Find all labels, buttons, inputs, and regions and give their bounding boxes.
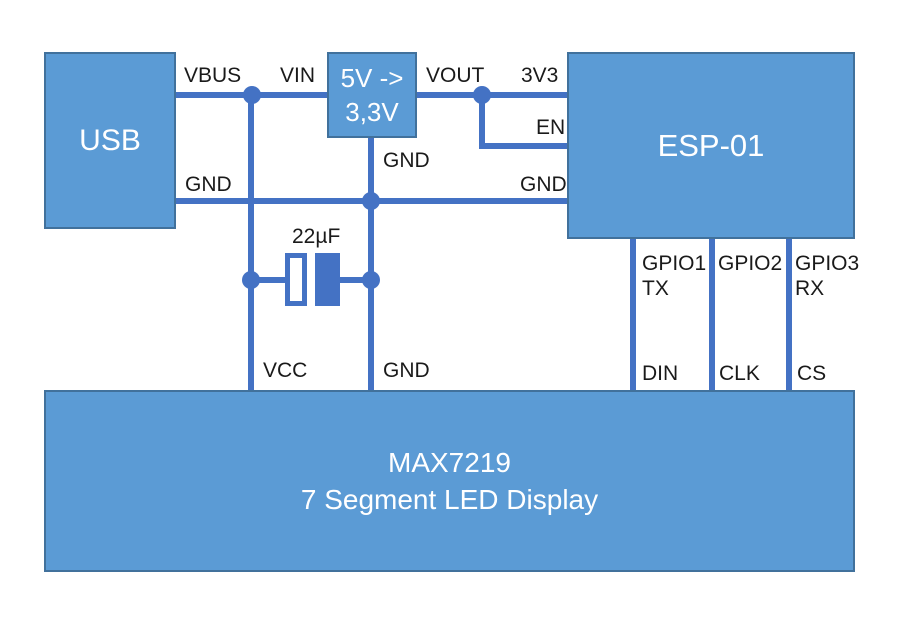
capacitor-plate-right xyxy=(315,253,340,306)
junction-dot-vout-3v3 xyxy=(473,86,491,104)
label-clk: CLK xyxy=(719,362,760,385)
max7219-display-label: MAX7219 7 Segment LED Display xyxy=(301,444,598,518)
wire-en-vertical xyxy=(479,95,485,149)
label-vout: VOUT xyxy=(426,64,485,87)
usb-block: USB xyxy=(44,52,176,229)
esp01-block-label: ESP-01 xyxy=(657,127,765,163)
label-gnd-esp: GND xyxy=(520,173,567,196)
label-gpio1: GPIO1 xyxy=(642,252,707,275)
wire-vout-3v3 xyxy=(417,92,567,98)
label-vin: VIN xyxy=(280,64,316,87)
label-gpio2: GPIO2 xyxy=(718,252,783,275)
label-din: DIN xyxy=(642,362,679,385)
wire-cs xyxy=(786,239,792,390)
label-gnd-display: GND xyxy=(383,359,430,382)
label-en: EN xyxy=(536,116,566,139)
voltage-regulator-block: 5V -> 3,3V xyxy=(327,52,417,138)
wire-gnd-regulator-vertical xyxy=(368,138,374,390)
max7219-display-label-line1: MAX7219 xyxy=(388,447,511,478)
wire-capacitor-right xyxy=(340,277,371,283)
label-capacitor-value: 22µF xyxy=(292,225,341,248)
wire-din xyxy=(630,239,636,390)
label-gnd-regulator: GND xyxy=(383,149,430,172)
wire-clk xyxy=(709,239,715,390)
junction-dot-capacitor-right xyxy=(362,271,380,289)
label-tx: TX xyxy=(642,277,669,300)
label-cs: CS xyxy=(797,362,827,385)
junction-dot-capacitor-left xyxy=(242,271,260,289)
junction-dot-vbus-vin xyxy=(243,86,261,104)
junction-dot-gnd xyxy=(362,192,380,210)
label-gpio3: GPIO3 xyxy=(795,252,860,275)
label-3v3: 3V3 xyxy=(521,64,559,87)
label-gnd-usb: GND xyxy=(185,173,232,196)
esp01-block: ESP-01 xyxy=(567,52,855,239)
wire-vcc-vertical xyxy=(248,95,254,390)
wire-capacitor-left xyxy=(248,277,285,283)
label-rx: RX xyxy=(795,277,825,300)
label-vcc: VCC xyxy=(263,359,308,382)
wire-en-horizontal xyxy=(479,143,567,149)
capacitor-plate-left xyxy=(285,253,307,306)
voltage-regulator-label: 5V -> 3,3V xyxy=(341,61,404,129)
max7219-display-label-line2: 7 Segment LED Display xyxy=(300,484,599,515)
voltage-regulator-label-line1: 5V -> xyxy=(340,63,404,93)
label-vbus: VBUS xyxy=(184,64,242,87)
usb-block-label: USB xyxy=(79,123,141,157)
voltage-regulator-label-line2: 3,3V xyxy=(345,97,399,127)
max7219-display-block: MAX7219 7 Segment LED Display xyxy=(44,390,855,572)
